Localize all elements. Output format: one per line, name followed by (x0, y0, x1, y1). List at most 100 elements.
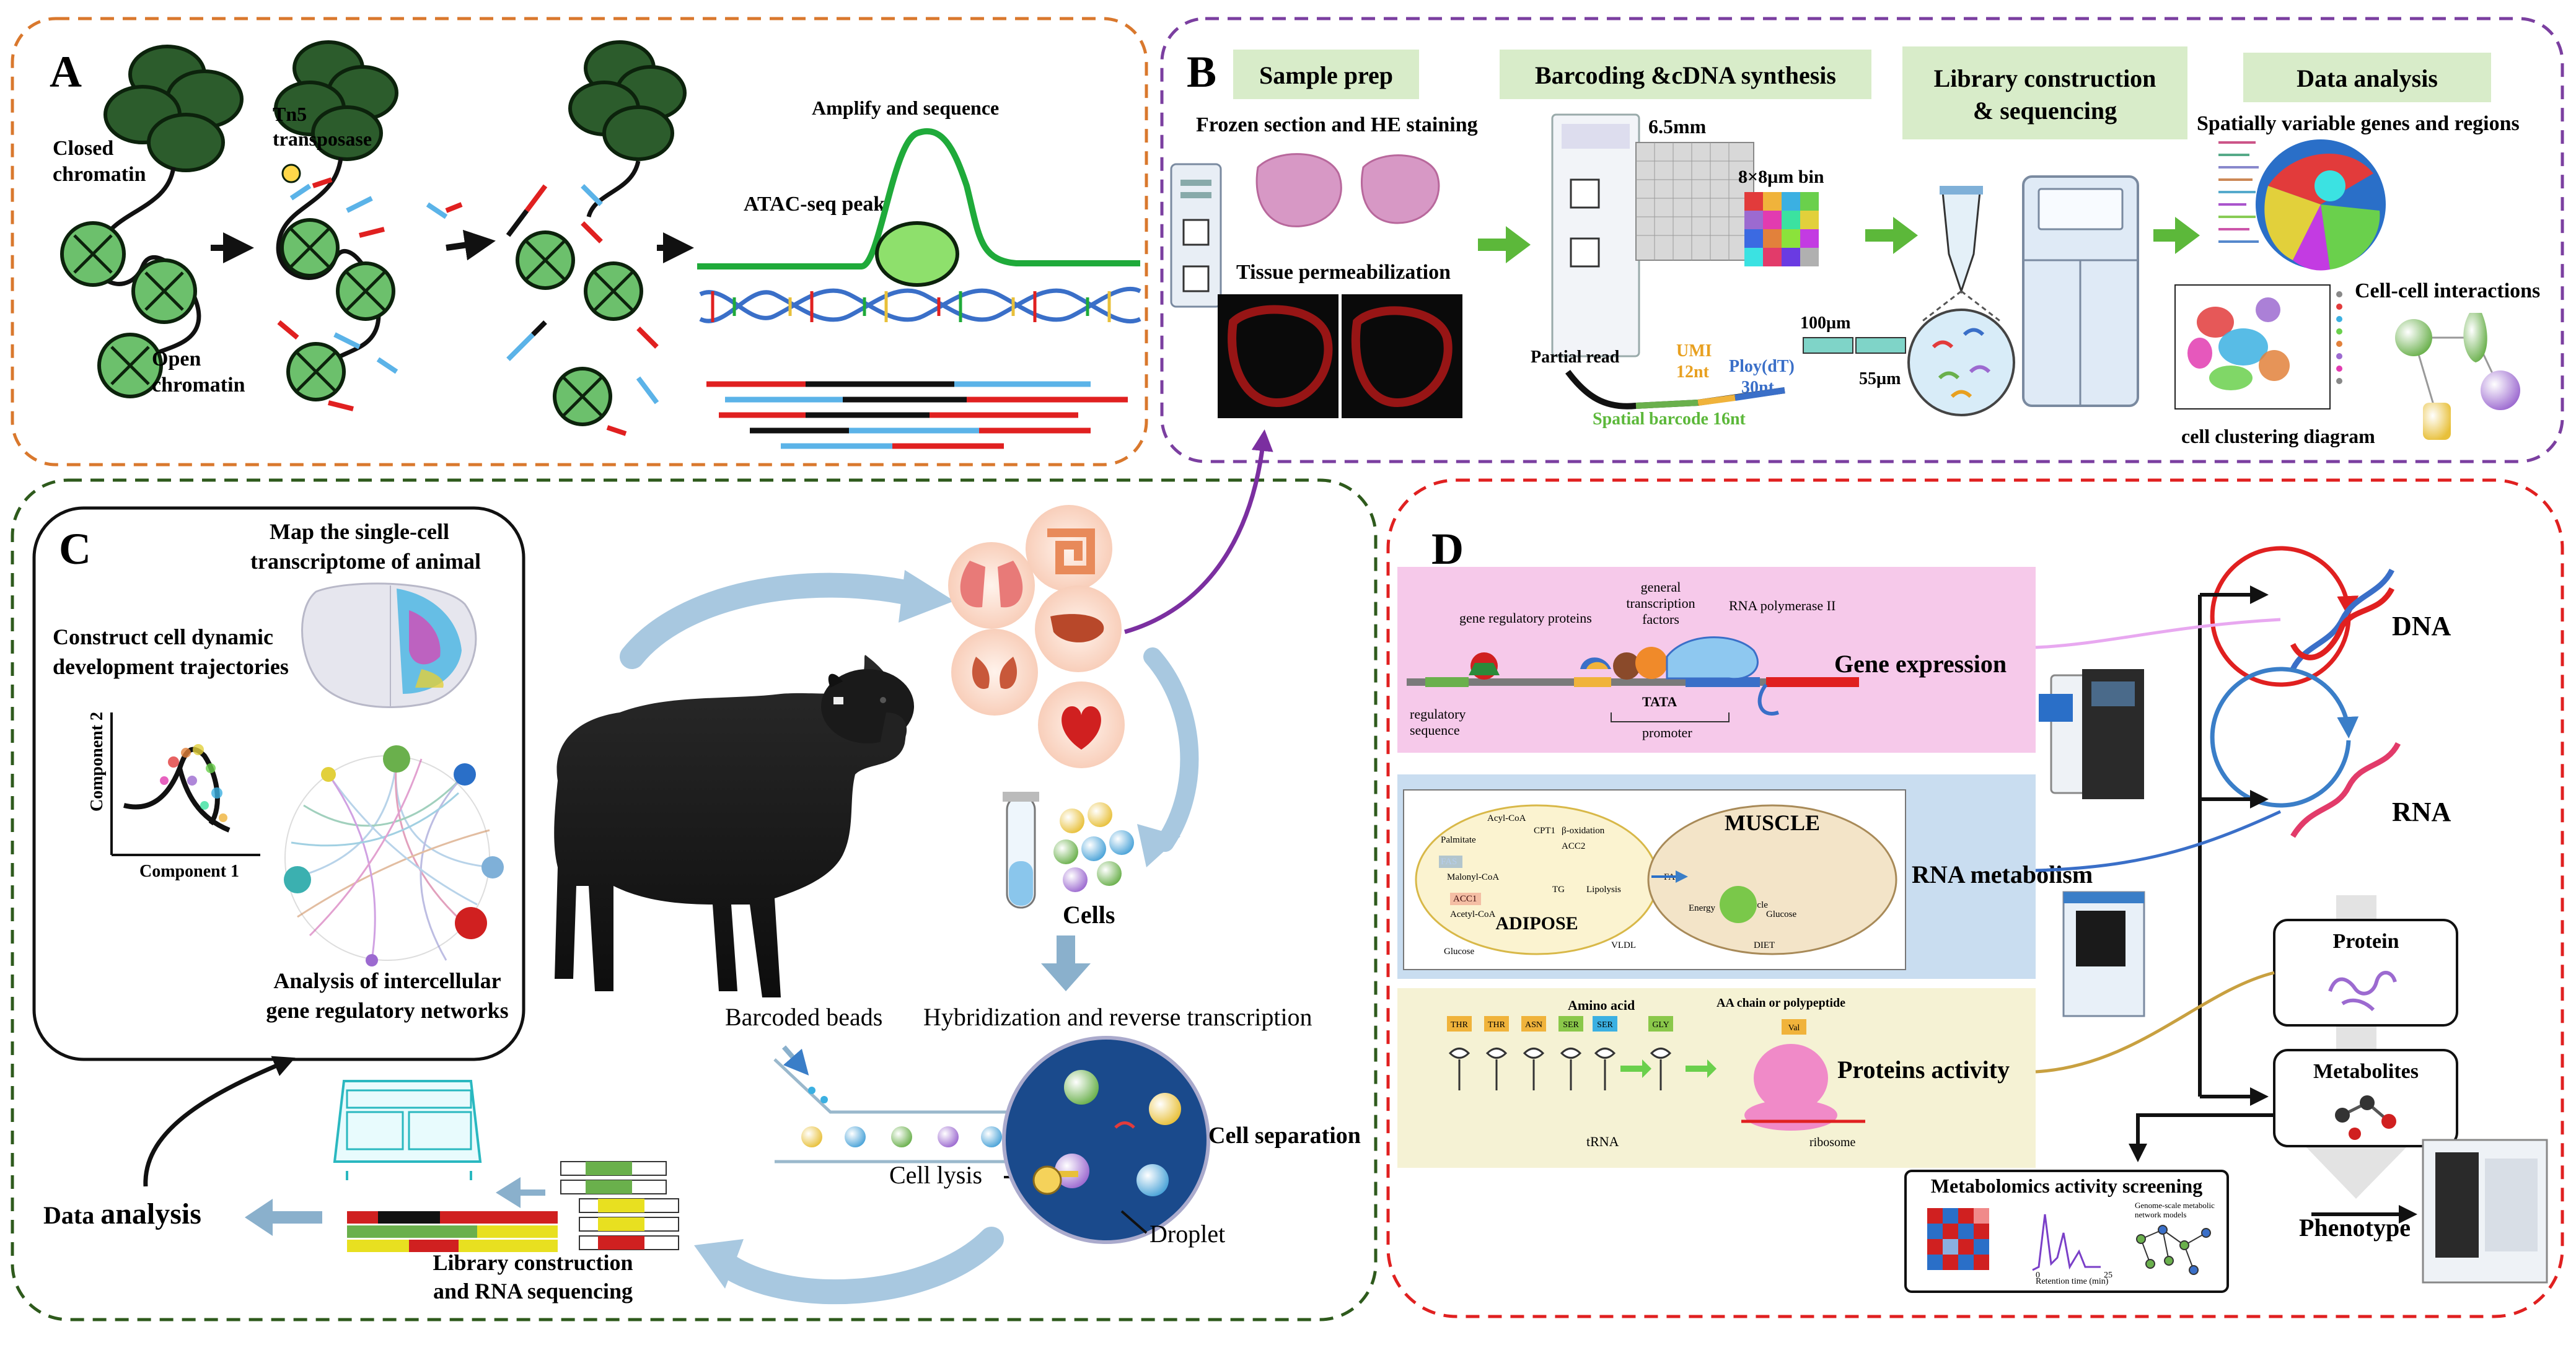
barcode-color-grid (1744, 192, 1819, 266)
frozen-section-label: Frozen section and HE staining (1196, 113, 1478, 136)
svg-text:Malonyl-CoA: Malonyl-CoA (1447, 872, 1499, 882)
promoter-bracket (1611, 712, 1730, 722)
flow-arc-right (1143, 647, 1199, 852)
droplet-pointer (1120, 1210, 1148, 1234)
met-box-fas (1439, 856, 1462, 868)
droplet-label: Droplet (1150, 1220, 1225, 1248)
svg-text:ACC1: ACC1 (1453, 894, 1477, 904)
component2-label: Component 2 (87, 712, 107, 812)
organ-kidney (951, 629, 1038, 716)
svg-text:SER: SER (1563, 1020, 1579, 1030)
muscle-label: MUSCLE (1725, 810, 1820, 835)
connector-lines (2129, 585, 2417, 1224)
metabolites-label: Metabolites (2313, 1060, 2419, 1083)
closed-chromatin-illustration (60, 45, 244, 398)
green-arrow-b1 (1478, 226, 1531, 263)
sequencing-reads (706, 381, 1128, 449)
brain-section-map (301, 582, 477, 708)
flow-arc-top (620, 572, 930, 669)
oligo-spatial (1635, 400, 1699, 409)
trajectory-plot (110, 712, 260, 856)
codon-boxes: THR THR ASN SER SER GLY Val (1447, 1016, 1806, 1035)
umap-clustering (2174, 284, 2342, 410)
trna-label: tRNA (1586, 1134, 1619, 1149)
link-gene-dna (2035, 618, 2281, 649)
atac-peak-curve (697, 128, 1140, 269)
green-mini-arrow-2 (1686, 1059, 1717, 1078)
arrow-to-lib (496, 1177, 545, 1208)
amplify-label: Amplify and sequence (812, 97, 999, 119)
sequencer-c (333, 1080, 482, 1180)
polyt-label: Ploy(dT)30nt (1729, 357, 1795, 397)
promoter-label: promoter (1642, 725, 1692, 740)
rnapol-label: RNA polymerase II (1729, 598, 1835, 613)
step-library-box (1902, 46, 2187, 139)
proteins-activity-label: Proteins activity (1837, 1056, 2010, 1084)
dna-ring (2210, 546, 2359, 687)
rna-strand (2290, 742, 2401, 838)
um55-label: 55µm (1859, 369, 1901, 388)
library-bars (347, 1161, 679, 1252)
hyb-label: Hybridization and reverse transcription (923, 1003, 1312, 1031)
amino-acid-label: Amino acid (1568, 997, 1635, 1013)
panel-c-letter: C (59, 524, 91, 574)
oligo-umi (1697, 395, 1736, 406)
ribosome-label: ribosome (1809, 1136, 1856, 1149)
fluorescence-tissue-2 (1351, 306, 1453, 408)
svg-text:Glucose: Glucose (1444, 947, 1474, 957)
step-barcoding-box (1500, 50, 1871, 99)
arrow-a2 (446, 229, 496, 261)
svg-text:CPT1: CPT1 (1534, 826, 1555, 836)
fluorescence-tissue-1 (1228, 305, 1333, 408)
step-data-analysis: Data analysis (2297, 64, 2438, 92)
green-arrow-b2 (1865, 217, 1918, 254)
step-sample-prep: Sample prep (1259, 61, 1393, 89)
cci-label: Cell-cell interactions (2355, 279, 2540, 302)
purple-arc-to-b (1124, 429, 1273, 634)
svg-text:Val: Val (1788, 1023, 1800, 1033)
organ-liver (1035, 585, 1122, 672)
gray-down-head (2305, 1146, 2407, 1199)
slide-illustration (1170, 163, 1222, 308)
svg-text:TG: TG (1552, 885, 1565, 895)
tn5-insertion-illustration (274, 40, 463, 411)
heatmap-mini (1927, 1208, 1989, 1270)
spot-strip-2 (1855, 337, 1906, 354)
dna-helix-d (2290, 568, 2395, 671)
tissue-perm-label: Tissue permeabilization (1236, 261, 1451, 284)
step-sample-prep-box (1233, 50, 1419, 99)
gene-expression-label: Gene expression (1834, 650, 2007, 678)
rna-label: RNA (2392, 797, 2451, 827)
step-barcoding: Barcoding &cDNA synthesis (1535, 61, 1836, 89)
dna-helix-a (699, 286, 1141, 324)
rt-tick-25: 25 (2104, 1271, 2112, 1280)
svg-text:VLDL: VLDL (1611, 940, 1636, 950)
svg-genes-label: Spatially variable genes and regions (2197, 112, 2520, 135)
oligo-strand (1565, 369, 1785, 410)
fragmented-chromatin-illustration (506, 40, 687, 436)
panel-d-letter: D (1431, 524, 1464, 574)
bead-inlet-arrow (781, 1045, 809, 1076)
rna-metabolism-label: RNA metabolism (1912, 861, 2093, 888)
link-rna-rna (2035, 810, 2282, 872)
step-library: Library construction& sequencing (1934, 64, 2156, 125)
he-tissue-1 (1255, 153, 1342, 227)
gene-list-mini (2218, 141, 2259, 243)
svg-text:SER: SER (1597, 1020, 1613, 1030)
svg-text:THR: THR (1488, 1020, 1506, 1030)
gene-track (1407, 636, 1859, 716)
organ-lung (948, 542, 1035, 629)
panel-b-border (1160, 17, 2564, 463)
